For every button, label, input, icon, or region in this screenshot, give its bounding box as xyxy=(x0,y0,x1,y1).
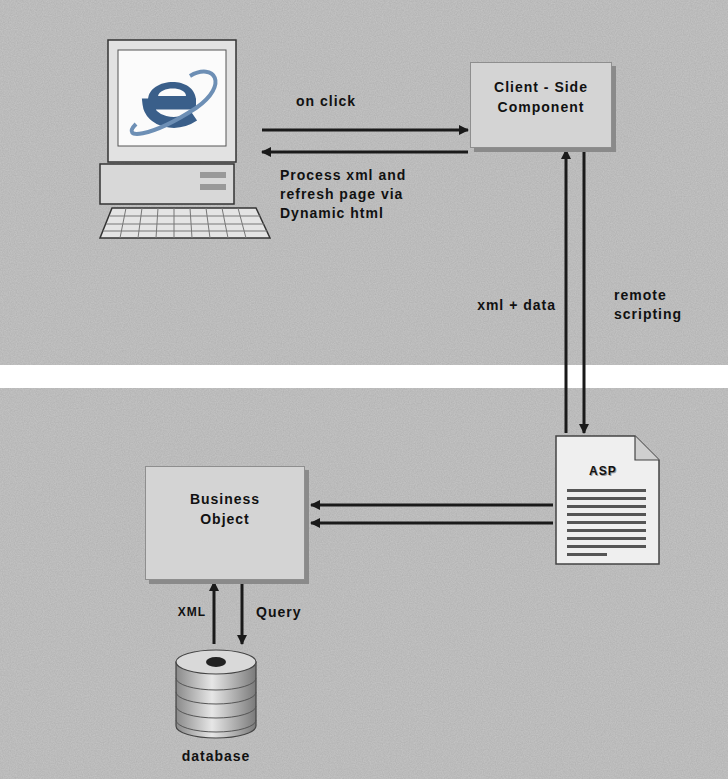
disc-ridge xyxy=(176,720,256,732)
text-line xyxy=(567,537,646,540)
top-panel xyxy=(0,0,728,365)
text-line xyxy=(567,489,646,492)
edge-label: xml + data xyxy=(446,296,556,315)
disc-ridge xyxy=(176,692,256,704)
flow-arrow xyxy=(565,150,568,433)
flow-arrow xyxy=(311,522,553,525)
refresh-arrow xyxy=(262,151,468,154)
flow-arrow xyxy=(241,582,244,644)
disc-ridge xyxy=(176,706,256,718)
node-title: Business Object xyxy=(170,489,280,529)
caption-text: database xyxy=(170,746,262,766)
flow-arrow xyxy=(311,504,553,507)
page-fold xyxy=(635,436,659,460)
annotation-label: on click xyxy=(296,92,446,111)
database-cylinder: database xyxy=(170,646,262,774)
annotation-label: Process xml and refresh page via Dynamic… xyxy=(280,166,465,223)
text-line xyxy=(567,505,646,508)
component-box: Client - Side Component xyxy=(470,62,612,148)
flow-arrow xyxy=(583,150,586,433)
edge-label: Query xyxy=(256,603,326,622)
node-title: Client - Side Component xyxy=(476,77,606,117)
cylinder-top xyxy=(176,650,256,674)
business-object-box: Business Object xyxy=(145,466,305,580)
edge-label: remote scripting xyxy=(614,286,704,324)
click-arrow xyxy=(262,129,468,132)
cylinder-hole xyxy=(206,657,226,667)
flow-arrow xyxy=(213,582,216,644)
page-outline xyxy=(556,436,659,564)
text-line xyxy=(567,529,646,532)
cylinder-outline xyxy=(170,646,262,742)
text-line xyxy=(567,513,646,516)
bottom-panel xyxy=(0,388,728,779)
edge-label: XML xyxy=(150,603,206,622)
text-line xyxy=(567,521,646,524)
node-title: ASP xyxy=(589,461,660,481)
computer-illustration xyxy=(100,40,270,238)
text-line xyxy=(567,545,646,548)
text-line xyxy=(567,553,607,556)
document-outline xyxy=(555,435,660,565)
browser-logo xyxy=(132,72,216,134)
asp-page: ASP xyxy=(555,435,660,565)
text-line xyxy=(567,497,646,500)
disc-ridge xyxy=(176,678,256,690)
